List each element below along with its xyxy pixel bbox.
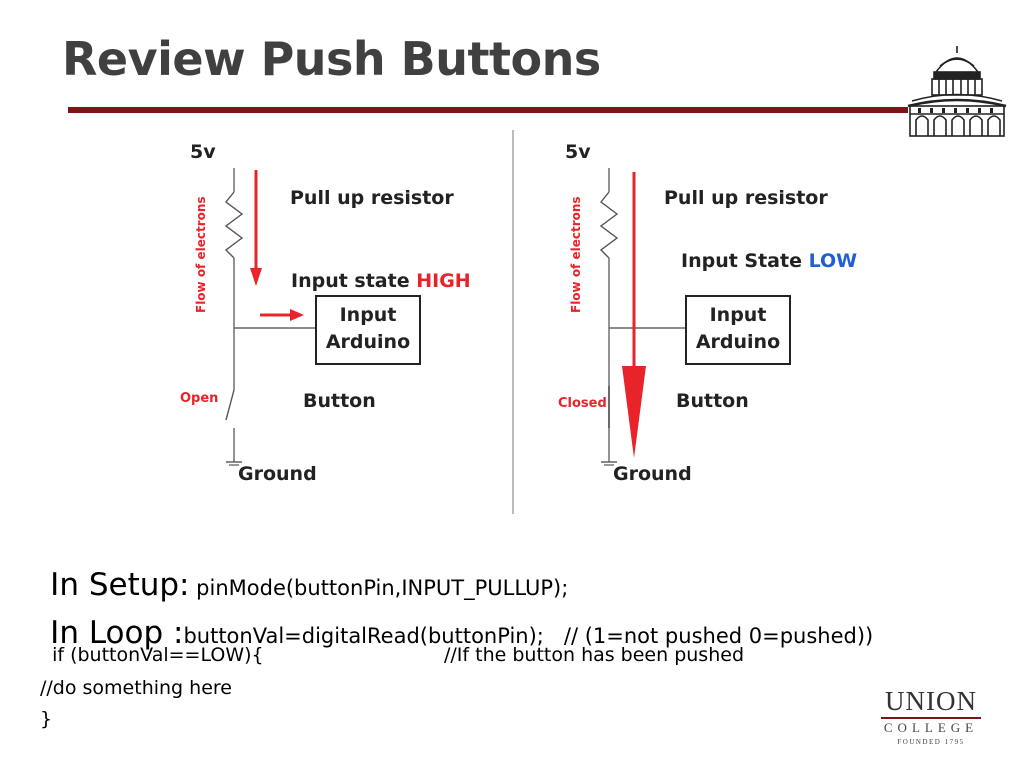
setup-label: In Setup: bbox=[50, 567, 190, 603]
left-button-label: Button bbox=[303, 390, 376, 412]
loop-label: In Loop : bbox=[50, 615, 184, 651]
setup-line: In Setup: pinMode(buttonPin,INPUT_PULLUP… bbox=[40, 548, 568, 603]
loop-code: buttonVal=digitalRead(buttonPin); // (1=… bbox=[183, 624, 874, 648]
loop-line: In Loop :buttonVal=digitalRead(buttonPin… bbox=[40, 596, 873, 651]
right-resistor-label: Pull up resistor bbox=[664, 187, 828, 209]
nott-memorial-icon bbox=[907, 46, 1007, 137]
svg-text:Arduino: Arduino bbox=[696, 331, 780, 353]
right-supply-label: 5v bbox=[565, 141, 591, 163]
svg-text:Input: Input bbox=[710, 304, 767, 326]
right-flow-label: Flow of electrons bbox=[569, 196, 583, 313]
left-arduino-box bbox=[315, 295, 421, 365]
left-resistor bbox=[224, 191, 244, 259]
left-current-arrow bbox=[250, 268, 262, 286]
right-switch-state: Closed bbox=[558, 396, 607, 411]
if-comment: //If the button has been pushed bbox=[444, 644, 745, 666]
logo-bar bbox=[881, 717, 981, 719]
left-flow-label: Flow of electrons bbox=[194, 196, 208, 313]
left-input-arrow bbox=[290, 309, 304, 321]
svg-text:Arduino: Arduino bbox=[326, 331, 410, 353]
left-resistor-label: Pull up resistor bbox=[290, 187, 454, 209]
left-open-switch bbox=[225, 389, 235, 421]
right-arduino-box bbox=[685, 295, 791, 365]
if-code: if (buttonVal==LOW){ bbox=[40, 644, 264, 666]
left-input-state: Input state HIGH bbox=[291, 270, 471, 292]
right-ground-label: Ground bbox=[613, 463, 692, 485]
title-divider bbox=[68, 107, 908, 113]
right-resistor bbox=[599, 191, 619, 259]
svg-text:Input: Input bbox=[340, 304, 397, 326]
logo-founded: FOUNDED 1795 bbox=[897, 738, 965, 746]
slide-title: Review Push Buttons bbox=[62, 32, 601, 86]
right-circuit-panel: 5v Flow of electrons Pull up resistor In… bbox=[558, 141, 857, 485]
pullup-circuit-diagram: 5v Flow of electrons Pull up resistor In… bbox=[180, 130, 857, 514]
left-state-high: HIGH bbox=[416, 270, 470, 292]
logo-college: COLLEGE bbox=[883, 720, 979, 735]
right-button-label: Button bbox=[676, 390, 749, 412]
left-supply-label: 5v bbox=[190, 141, 216, 163]
right-current-arrow bbox=[622, 366, 646, 458]
left-switch-state: Open bbox=[180, 391, 218, 406]
right-state-low: LOW bbox=[809, 250, 858, 272]
union-college-logo: UNION COLLEGE FOUNDED 1795 bbox=[878, 688, 984, 748]
close-brace: } bbox=[40, 708, 53, 730]
left-circuit-panel: 5v Flow of electrons Pull up resistor In… bbox=[180, 141, 471, 485]
logo-union: UNION bbox=[885, 686, 977, 716]
right-input-state: Input State LOW bbox=[681, 250, 857, 272]
body-comment: //do something here bbox=[40, 677, 232, 699]
left-ground-label: Ground bbox=[238, 463, 317, 485]
setup-code: pinMode(buttonPin,INPUT_PULLUP); bbox=[189, 576, 569, 600]
